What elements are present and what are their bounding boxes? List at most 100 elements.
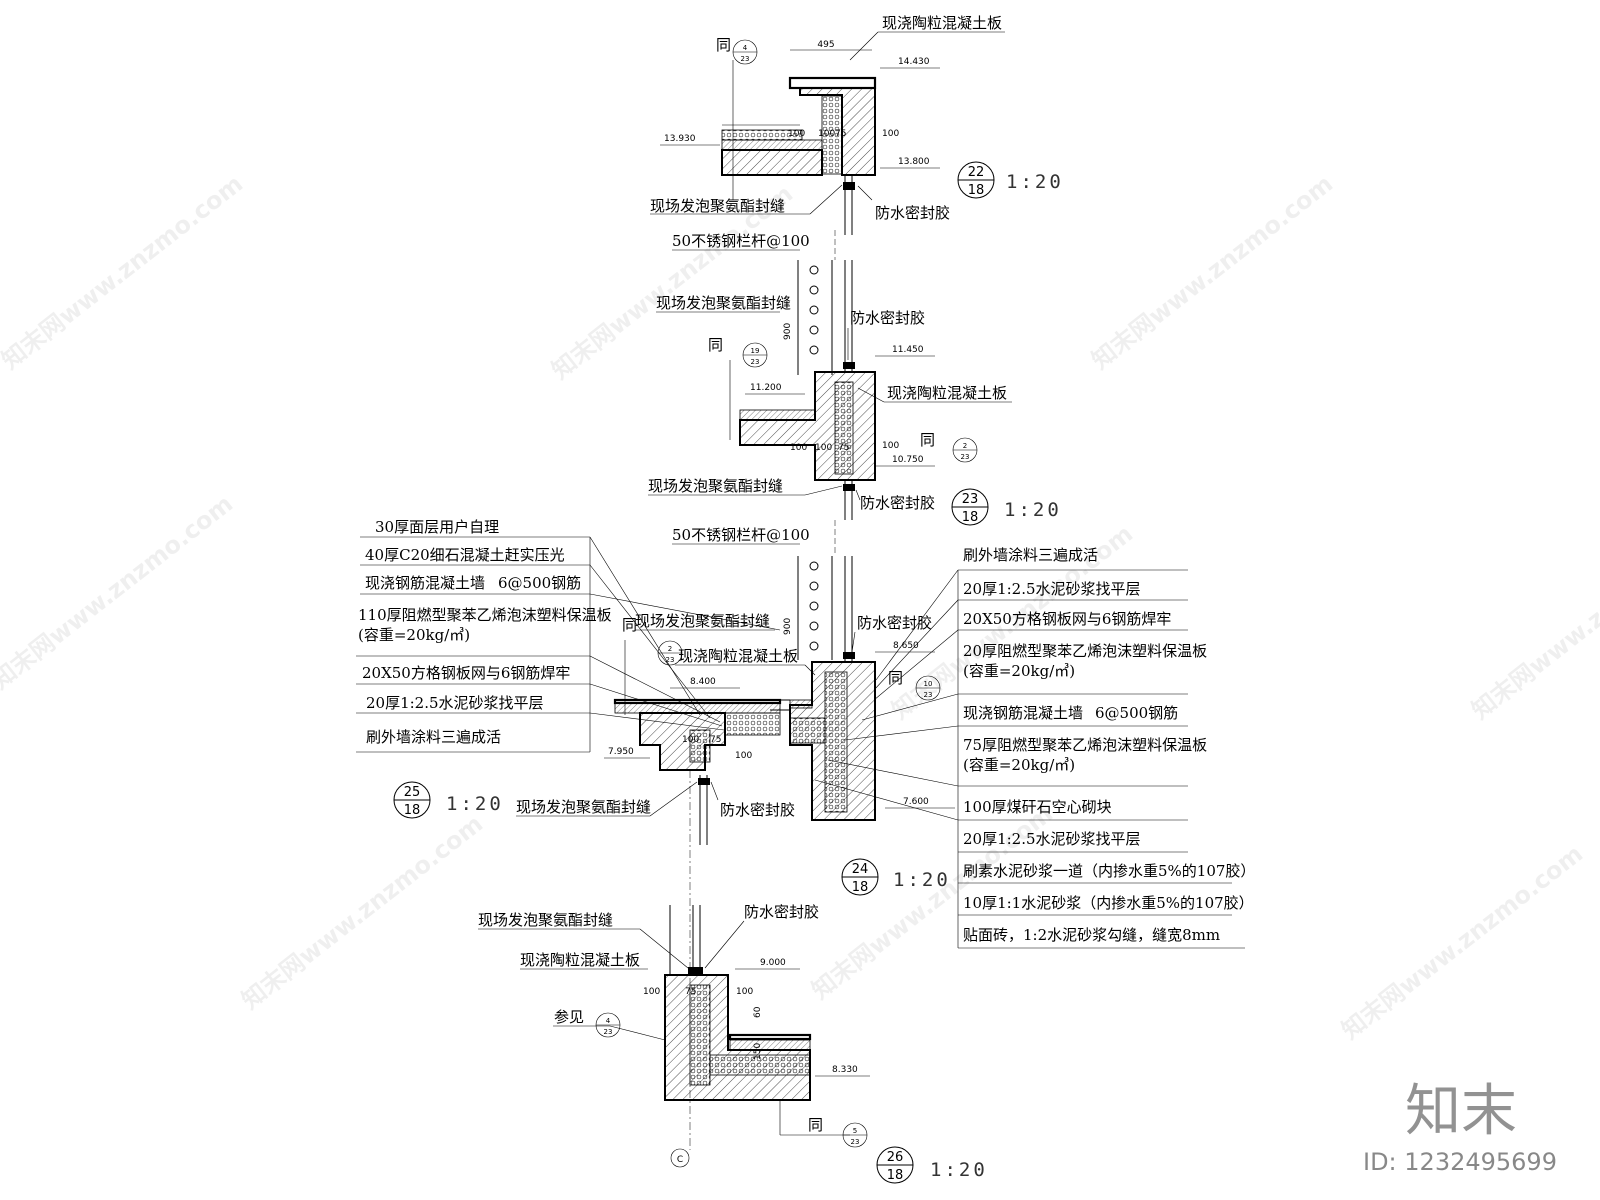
watermark: 知末网www.znzmo.com xyxy=(236,810,488,1015)
detail-tag: 26 18 xyxy=(876,1146,914,1184)
svg-text:23: 23 xyxy=(741,55,750,63)
layer-note: 30厚面层用户自理 xyxy=(375,518,499,536)
svg-text:23: 23 xyxy=(666,656,675,664)
ref-same: 同 xyxy=(808,1116,823,1134)
label-sealant: 防水密封胶 xyxy=(875,204,950,222)
label-sealant: 防水密封胶 xyxy=(850,309,925,327)
label-sealant: 防水密封胶 xyxy=(744,903,819,921)
svg-text:22: 22 xyxy=(968,165,985,180)
detail-22: 现浇陶粒混凝土板 同 4 23 495 14.430 100 100 75 10… xyxy=(650,14,1061,235)
svg-text:23: 23 xyxy=(604,1028,613,1036)
scale-label: 1:20 xyxy=(1004,499,1062,521)
reference-bubble: 10 23 xyxy=(915,675,941,701)
label-foam: 现场发泡聚氨酯封缝 xyxy=(648,477,783,495)
svg-text:18: 18 xyxy=(404,803,421,818)
scale-label: 1:20 xyxy=(930,1159,988,1181)
layer-note: 刷素水泥砂浆一道（内掺水重5%的107胶） xyxy=(963,862,1255,880)
label-rail: 50不锈钢栏杆@100 xyxy=(672,526,810,544)
svg-text:60: 60 xyxy=(753,1006,763,1018)
watermark: 知末网www.znzmo.com xyxy=(1086,170,1338,375)
watermark: 知末网www.znzmo.com xyxy=(0,170,248,375)
layer-note: 现浇钢筋混凝土墙 xyxy=(963,704,1083,722)
layer-note: (容重=20kg/㎥) xyxy=(358,626,470,644)
ref-same: 同 xyxy=(920,431,935,449)
layer-note: (容重=20kg/㎥) xyxy=(963,756,1075,774)
svg-text:23: 23 xyxy=(751,358,760,366)
svg-text:75: 75 xyxy=(835,129,846,139)
svg-text:7.950: 7.950 xyxy=(608,747,634,757)
label-slab: 现浇陶粒混凝土板 xyxy=(887,384,1007,402)
label-slab: 现浇陶粒混凝土板 xyxy=(520,951,640,969)
svg-text:100: 100 xyxy=(736,987,753,997)
svg-text:11.450: 11.450 xyxy=(892,345,924,355)
detail-tag: 22 18 xyxy=(957,161,995,199)
svg-text:75: 75 xyxy=(710,735,721,745)
svg-text:25: 25 xyxy=(404,785,421,800)
layer-note-suffix: 6@500钢筋 xyxy=(1095,704,1178,722)
svg-text:24: 24 xyxy=(852,862,869,877)
layer-note: 刷外墙涂料三遍成活 xyxy=(963,546,1098,564)
detail-tag: 25 18 xyxy=(393,781,431,819)
svg-text:100: 100 xyxy=(788,129,805,139)
svg-text:100: 100 xyxy=(735,751,752,761)
watermark: 知末网www.znzmo.com xyxy=(1466,520,1600,725)
svg-text:13.800: 13.800 xyxy=(898,157,930,167)
reference-bubble: 2 23 xyxy=(952,437,978,463)
detail-tag: 24 18 xyxy=(841,858,879,896)
svg-text:23: 23 xyxy=(924,691,933,699)
layer-note: 20厚1:2.5水泥砂浆找平层 xyxy=(366,694,544,712)
svg-text:10: 10 xyxy=(924,680,933,688)
layer-note: 20厚1:2.5水泥砂浆找平层 xyxy=(963,830,1141,848)
label-foam: 现场发泡聚氨酯封缝 xyxy=(516,798,651,816)
svg-text:100: 100 xyxy=(815,443,832,453)
label-slab: 现浇陶粒混凝土板 xyxy=(678,647,798,665)
svg-text:100: 100 xyxy=(790,443,807,453)
label-sealant: 防水密封胶 xyxy=(720,801,795,819)
svg-text:4: 4 xyxy=(606,1017,611,1025)
label-sealant: 防水密封胶 xyxy=(857,614,932,632)
watermark: 知末网www.znzmo.com xyxy=(1336,840,1588,1045)
svg-text:7.600: 7.600 xyxy=(903,797,929,807)
svg-text:19: 19 xyxy=(751,347,760,355)
id-label: ID: 1232495699 xyxy=(1363,1148,1557,1176)
svg-text:11.200: 11.200 xyxy=(750,383,782,393)
svg-text:100: 100 xyxy=(882,441,899,451)
ref-same: 同 xyxy=(622,616,637,634)
layer-note: 现浇钢筋混凝土墙 xyxy=(365,574,485,592)
label-foam: 现场发泡聚氨酯封缝 xyxy=(656,294,791,312)
brand-watermark: 知末 xyxy=(1405,1079,1517,1144)
layer-note: 75厚阻燃型聚苯乙烯泡沫塑料保温板 xyxy=(963,736,1207,754)
reference-bubble: 4 23 xyxy=(732,39,758,65)
svg-text:4: 4 xyxy=(743,44,748,52)
label-foam: 现场发泡聚氨酯封缝 xyxy=(650,197,785,215)
svg-text:23: 23 xyxy=(851,1138,860,1146)
svg-text:900: 900 xyxy=(783,618,793,635)
layer-note: 刷外墙涂料三遍成活 xyxy=(366,728,501,746)
layer-note: 20X50方格钢板网与6钢筋焊牢 xyxy=(963,610,1171,628)
svg-text:18: 18 xyxy=(852,880,869,895)
detail-25: 30厚面层用户自理 40厚C20细石混凝土赶实压光 现浇钢筋混凝土墙 6@500… xyxy=(356,518,816,845)
label-sealant: 防水密封胶 xyxy=(860,494,935,512)
svg-text:18: 18 xyxy=(962,510,979,525)
scale-label: 1:20 xyxy=(893,869,951,891)
layer-note: 20厚1:2.5水泥砂浆找平层 xyxy=(963,580,1141,598)
svg-text:9.000: 9.000 xyxy=(760,958,786,968)
svg-text:C: C xyxy=(677,1155,683,1165)
ref-same: 同 xyxy=(708,336,723,354)
svg-text:23: 23 xyxy=(961,453,970,461)
reference-bubble: 5 23 xyxy=(842,1122,868,1148)
layer-note: 贴面砖，1:2水泥砂浆勾缝，缝宽8mm xyxy=(963,926,1220,944)
svg-text:18: 18 xyxy=(887,1168,904,1183)
svg-text:5: 5 xyxy=(853,1127,857,1135)
layer-note: (容重=20kg/㎥) xyxy=(963,662,1075,680)
svg-text:10.750: 10.750 xyxy=(892,455,924,465)
axis-marker: C xyxy=(670,1148,690,1168)
label-rail: 50不锈钢栏杆@100 xyxy=(672,232,810,250)
svg-text:100: 100 xyxy=(643,987,660,997)
layer-note: 20X50方格钢板网与6钢筋焊牢 xyxy=(362,664,570,682)
ref-see: 参见 xyxy=(554,1008,584,1026)
layer-note-suffix: 6@500钢筋 xyxy=(498,574,581,592)
svg-text:2: 2 xyxy=(668,645,672,653)
reference-bubble: 2 23 xyxy=(657,640,683,666)
